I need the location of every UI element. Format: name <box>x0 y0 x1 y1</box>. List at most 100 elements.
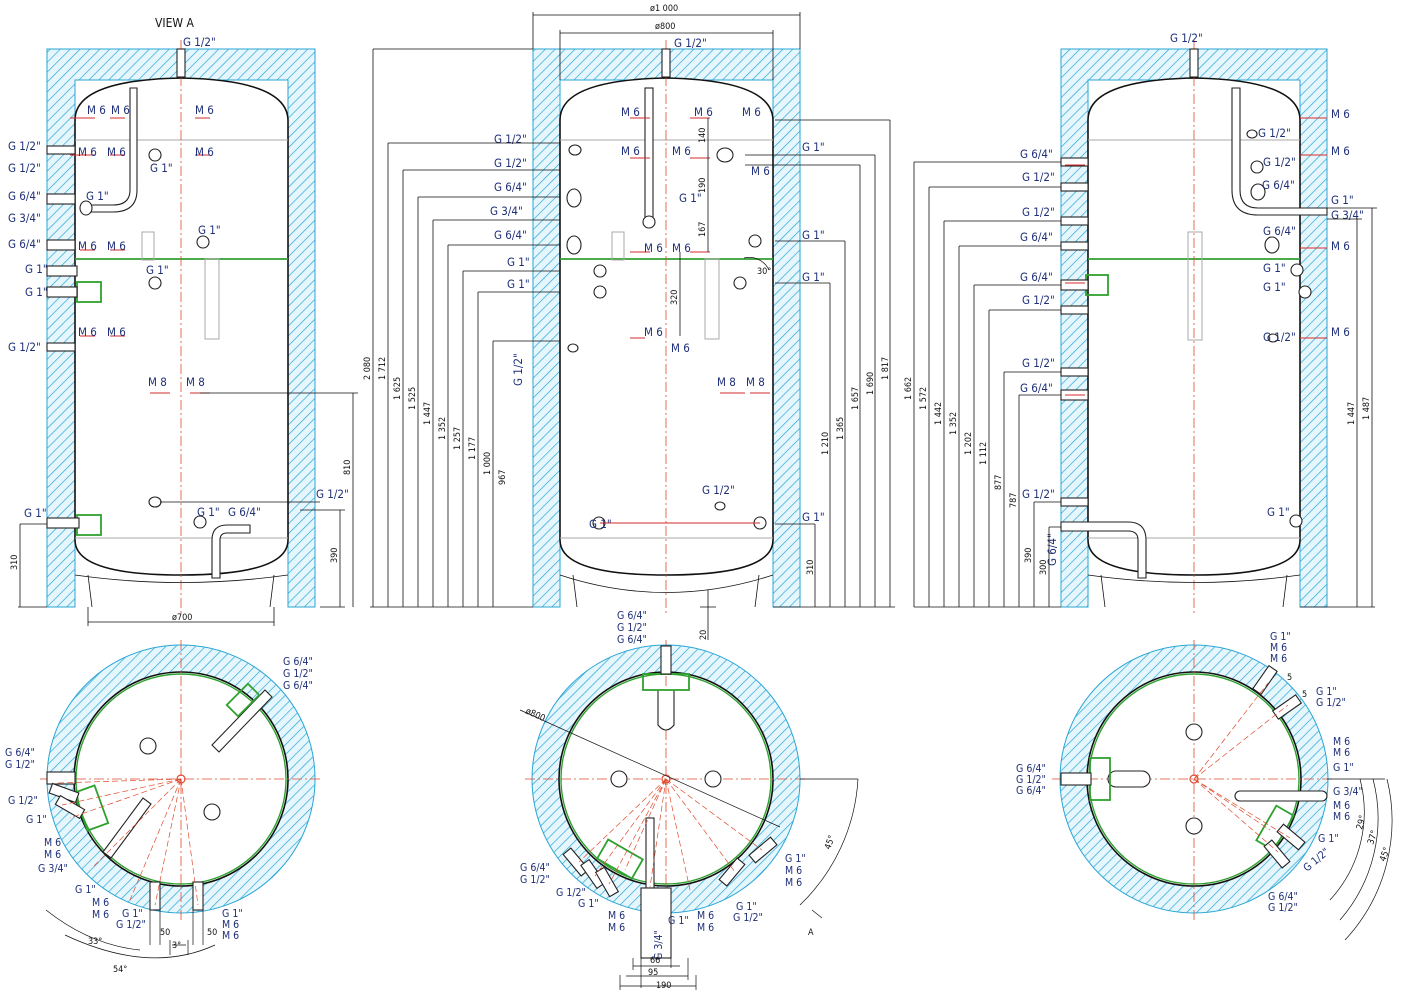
connection-label: G 6/4" <box>8 237 41 251</box>
pipe-connection <box>148 148 162 162</box>
connection-label: G 1/2" <box>1016 774 1046 786</box>
connection-label: M 6 <box>1270 642 1287 654</box>
connection-label: G 1/2" <box>1022 170 1055 184</box>
drawing-line <box>477 291 560 607</box>
connection-label: G 1/2" <box>1263 330 1296 344</box>
pipe-connection <box>661 774 671 784</box>
drawing-line <box>1193 778 1271 831</box>
dimension-label: A <box>808 928 814 938</box>
drawing-line <box>45 909 216 959</box>
connection-label: G 3/4" <box>1331 208 1364 222</box>
connection-label: M 6 <box>1331 239 1350 253</box>
connection-label: G 1/2" <box>5 759 35 771</box>
connection-label: M 6 <box>78 145 97 159</box>
dimension-label: 29° <box>1355 814 1368 830</box>
connection-label: M 6 <box>1331 107 1350 121</box>
dimension-label: 37° <box>1366 829 1380 846</box>
connection-label: G 1" <box>507 277 530 291</box>
connection-label: G 6/4" <box>1263 224 1296 238</box>
pipe-connection <box>1107 770 1151 788</box>
drawing-line <box>1033 501 1061 607</box>
connection-label: G 1" <box>802 140 825 154</box>
drawing-line <box>432 219 560 607</box>
pipe-connection <box>1060 216 1089 226</box>
drawing-line <box>943 220 1061 607</box>
connection-label: G 1" <box>1331 193 1354 207</box>
pipe-connection <box>593 264 607 278</box>
connection-label: G 1" <box>1263 280 1286 294</box>
connection-label: M 8 <box>148 375 167 389</box>
pipe-connection <box>46 517 80 529</box>
connection-label: G 6/4" <box>1268 891 1298 903</box>
pipe-connection <box>1185 723 1203 741</box>
drawing-line <box>775 119 891 607</box>
connection-label: G 6/4" <box>494 180 527 194</box>
drawing-line <box>743 257 770 271</box>
dimension-label: 54° <box>113 965 127 975</box>
drawing-line <box>1100 574 1288 608</box>
connection-label: G 6/4" <box>228 505 261 519</box>
pipe-connection <box>642 215 656 229</box>
drawing-line <box>447 244 560 607</box>
drawing-line <box>928 186 1061 607</box>
dimension-label: 1 447 <box>423 402 433 425</box>
connection-label: M 6 <box>78 325 97 339</box>
dimension-label: ø800 <box>655 22 675 32</box>
connection-label: M 6 <box>1331 144 1350 158</box>
pipe-connection <box>1290 263 1304 277</box>
dimension-label: 5 <box>1302 690 1307 700</box>
connection-label: G 6/4" <box>1020 230 1053 244</box>
dimension-label: 33° <box>88 937 102 947</box>
pipe-connection <box>1189 774 1199 784</box>
drawing-line <box>1193 778 1279 853</box>
pipe-connection <box>644 87 654 222</box>
pipe-connection <box>149 881 161 911</box>
drawing-line <box>665 778 763 851</box>
dimension-label: 1 000 <box>483 452 493 475</box>
drawing-line <box>665 778 691 891</box>
connection-label: G 3/4" <box>653 930 665 960</box>
drawing-line <box>988 309 1061 607</box>
connection-label: M 6 <box>222 930 239 942</box>
dimension-label: 310 <box>806 560 816 575</box>
connection-label: G 6/4" <box>520 862 550 874</box>
connection-label: G 1" <box>802 228 825 242</box>
connection-label: M 6 <box>1331 325 1350 339</box>
pipe-connection <box>1246 129 1258 139</box>
drawing-line <box>578 778 667 863</box>
pipe-connection <box>1060 241 1089 251</box>
connection-label: M 6 <box>92 909 109 921</box>
connection-label: M 6 <box>785 877 802 889</box>
connection-label: G 3/4" <box>1333 786 1363 798</box>
dimension-label: 787 <box>1009 493 1019 508</box>
drawing-line <box>657 689 675 731</box>
connection-label: G 6/4" <box>283 680 313 692</box>
connection-label: G 1" <box>785 853 806 865</box>
connection-label: G 1/2" <box>674 36 707 50</box>
connection-label: G 6/4" <box>1020 147 1053 161</box>
drawing-line <box>775 240 846 607</box>
pipe-connection <box>733 276 747 290</box>
connection-label: G 1" <box>198 223 221 237</box>
connection-label: M 6 <box>621 105 640 119</box>
dimension-label: 2 080 <box>363 357 373 380</box>
dimension-label: 50 <box>160 928 170 938</box>
connection-label: G 6/4" <box>617 610 647 622</box>
dimension-label: 310 <box>10 555 20 570</box>
connection-label: G 1" <box>25 285 48 299</box>
pipe-connection <box>46 771 76 785</box>
dimension-label: 390 <box>1024 548 1034 563</box>
drawing-line <box>745 154 876 607</box>
connection-label: G 1/2" <box>520 874 550 886</box>
connection-label: G 1/2" <box>556 887 586 899</box>
pipe-connection <box>1267 333 1279 343</box>
dimension-label: 1 352 <box>438 417 448 440</box>
connection-label: M 6 <box>1333 811 1350 823</box>
pipe-connection <box>1187 231 1203 341</box>
drawing-line <box>649 778 667 888</box>
middle-elevation: 30° G 1/2" M 6 M 6 M 6 G 1/2" M 6 M 6 G … <box>363 4 895 640</box>
pipe-connection <box>748 836 778 864</box>
connection-label: M 6 <box>87 103 106 117</box>
pipe-connection <box>1189 48 1199 78</box>
